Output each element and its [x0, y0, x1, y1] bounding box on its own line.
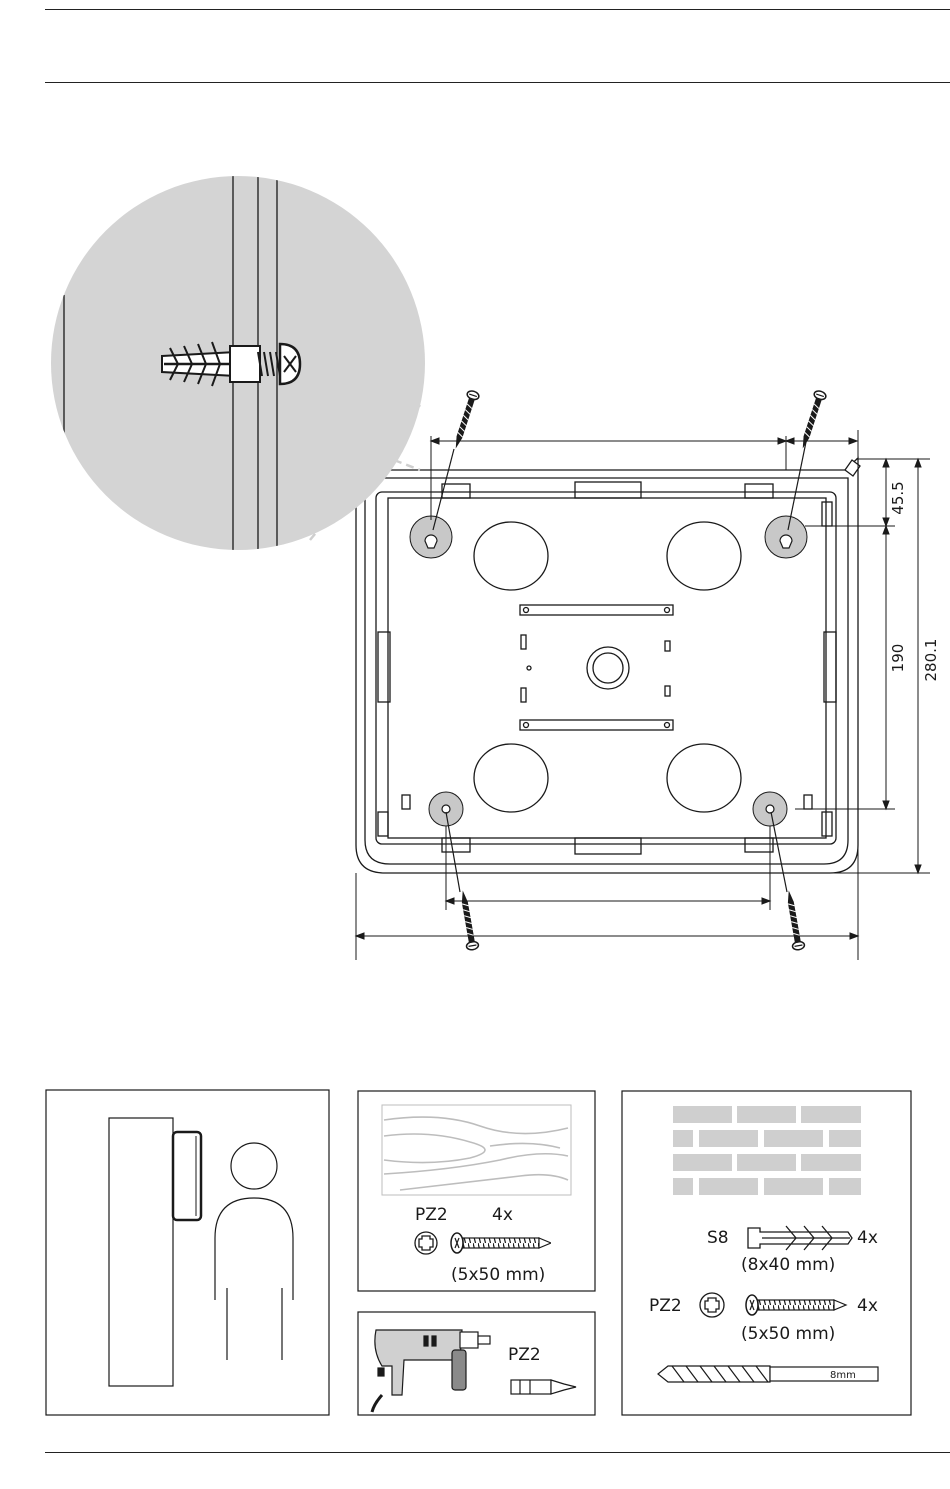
cable-knockout [474, 744, 548, 812]
rail-tab [575, 838, 641, 854]
brick-wall-texture [673, 1106, 861, 1195]
mounting-holes [410, 516, 807, 826]
dim-hole-spacing: 190 [889, 644, 907, 673]
cable-knockout [474, 522, 548, 590]
panel-brick: S8 4x (8x40 mm) PZ2 4x (5x50 mm) 8mm [622, 1091, 911, 1415]
person-body-icon [215, 1198, 293, 1300]
rail-tab [745, 484, 773, 498]
panel-clearance [46, 1090, 329, 1415]
center-bracket [520, 605, 673, 615]
plug-size: (8x40 mm) [741, 1255, 835, 1275]
side-clip [378, 812, 388, 836]
screw-guide-lines [433, 442, 806, 892]
drill-icon [372, 1330, 490, 1412]
plug-type-label: S8 [707, 1228, 729, 1248]
wood-screw-icon [451, 1233, 551, 1253]
wood-bit-label: PZ2 [415, 1205, 448, 1225]
rail-tab [575, 482, 641, 498]
plug-qty: 4x [857, 1228, 878, 1248]
wall-plug-small-icon [748, 1226, 852, 1250]
brick-screw-size: (5x50 mm) [741, 1324, 835, 1344]
dim-top-offset: 45.5 [889, 481, 907, 514]
magnifier-detail [51, 170, 425, 560]
dim-total-height: 280.1 [922, 639, 940, 682]
dimension-lines [356, 430, 930, 960]
screwdriver-bit-icon [511, 1380, 576, 1394]
center-bracket [520, 720, 673, 730]
rail-tab [442, 484, 470, 498]
side-clip [822, 502, 832, 526]
door-frame [109, 1118, 173, 1386]
wood-screw-qty: 4x [492, 1205, 513, 1225]
side-slot [402, 795, 410, 809]
side-slot [804, 795, 812, 809]
brick-screw-icon [746, 1295, 846, 1315]
drill-bit-label: PZ2 [508, 1345, 541, 1365]
panel-drill: PZ2 [358, 1312, 595, 1415]
brick-screw-qty: 4x [857, 1296, 878, 1316]
pz2-bit-icon [700, 1293, 724, 1317]
screw-icon [457, 890, 479, 951]
side-clip [822, 812, 832, 836]
pz2-bit-icon [415, 1232, 437, 1254]
inner-plate-wall [388, 498, 826, 838]
cable-knockout [667, 744, 741, 812]
drill-bit-size: 8mm [830, 1370, 856, 1381]
brick-bit-label: PZ2 [649, 1296, 682, 1316]
rail-tab [745, 838, 773, 852]
panel-wood: PZ2 4x (5x50 mm) [358, 1091, 595, 1291]
device-icon [173, 1132, 201, 1220]
cable-knockout [667, 522, 741, 590]
wood-screw-size: (5x50 mm) [451, 1265, 545, 1285]
person-head-icon [231, 1143, 277, 1189]
screw-icon [783, 890, 805, 951]
